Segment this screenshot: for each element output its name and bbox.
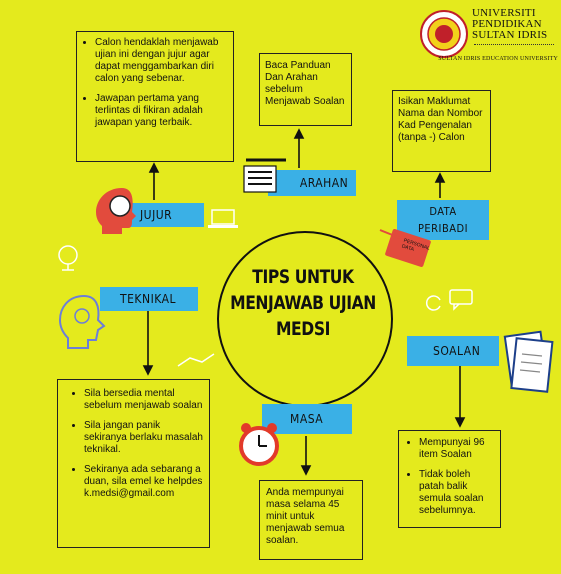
masa-box: Anda mempunyai masa selama 45 minit untu… bbox=[259, 480, 363, 560]
arahan-tag: ARAHAN bbox=[268, 170, 356, 196]
data-peribadi-tag-line1: DATA bbox=[429, 205, 457, 218]
soalan-item-2: Tidak boleh patah balik semula soalan se… bbox=[419, 469, 496, 517]
university-logo: UNIVERSITI PENDIDIKAN SULTAN IDRIS SULTA… bbox=[418, 8, 558, 66]
chart-line-icon bbox=[177, 353, 215, 367]
logo-name-line1: UNIVERSITI bbox=[472, 7, 536, 19]
personal-data-card-icon bbox=[379, 229, 431, 267]
data-peribadi-tag: DATA PERIBADI bbox=[397, 200, 489, 240]
data-peribadi-box: Isikan Maklumat Nama dan Nombor Kad Peng… bbox=[392, 90, 491, 172]
center-title: TIPS UNTUK MENJAWAB UJIAN MEDSI bbox=[219, 264, 388, 342]
university-seal-icon bbox=[420, 10, 468, 58]
center-title-line1: TIPS UNTUK bbox=[252, 266, 354, 288]
laptop-icon bbox=[208, 209, 238, 228]
soalan-box: Mempunyai 96 item Soalan Tidak boleh pat… bbox=[398, 430, 501, 528]
arahan-text: Baca Panduan Dan Arahan sebelum Menjawab… bbox=[265, 60, 345, 107]
documents-icon bbox=[503, 330, 554, 393]
jujur-box: Calon hendaklah menjawab ujian ini denga… bbox=[76, 31, 234, 162]
teknikal-box: Sila bersedia mental sebelum menjawab so… bbox=[57, 379, 210, 548]
soalan-item-1: Mempunyai 96 item Soalan bbox=[419, 437, 496, 461]
globe-icon bbox=[58, 245, 78, 271]
logo-name-line2: PENDIDIKAN bbox=[472, 18, 542, 30]
teknikal-item-2: Sila jangan panik sekiranya berlaku masa… bbox=[84, 420, 203, 456]
refresh-icon bbox=[425, 295, 441, 311]
jujur-item-2: Jawapan pertama yang terlintas di fikira… bbox=[95, 93, 227, 129]
soalan-tag: SOALAN bbox=[407, 336, 499, 366]
alarm-clock-icon bbox=[239, 423, 279, 466]
notebook-pen-icon bbox=[243, 158, 286, 193]
jujur-item-1: Calon hendaklah menjawab ujian ini denga… bbox=[95, 37, 227, 85]
data-peribadi-tag-line2: PERIBADI bbox=[417, 222, 469, 235]
masa-text: Anda mempunyai masa selama 45 minit untu… bbox=[266, 487, 345, 546]
masa-tag: MASA bbox=[262, 404, 352, 434]
ai-head-icon bbox=[58, 294, 106, 349]
logo-tagline: SULTAN IDRIS EDUCATION UNIVERSITY bbox=[438, 56, 558, 62]
data-peribadi-text: Isikan Maklumat Nama dan Nombor Kad Peng… bbox=[398, 96, 483, 143]
logo-name-line3: SULTAN IDRIS bbox=[472, 29, 548, 41]
head-icon bbox=[96, 188, 136, 234]
teknikal-item-3: Sekiranya ada sebarang aduan, sila emel … bbox=[84, 464, 203, 500]
arahan-box: Baca Panduan Dan Arahan sebelum Menjawab… bbox=[259, 53, 352, 126]
logo-arabic-script bbox=[474, 44, 554, 48]
teknikal-item-1: Sila bersedia mental sebelum menjawab so… bbox=[84, 388, 203, 412]
chat-bubble-icon bbox=[449, 289, 473, 311]
center-title-line2: MENJAWAB UJIAN bbox=[230, 292, 376, 314]
center-title-line3: MEDSI bbox=[275, 318, 331, 340]
teknikal-tag: TEKNIKAL bbox=[100, 287, 198, 311]
jujur-tag: JUJUR bbox=[126, 203, 204, 227]
